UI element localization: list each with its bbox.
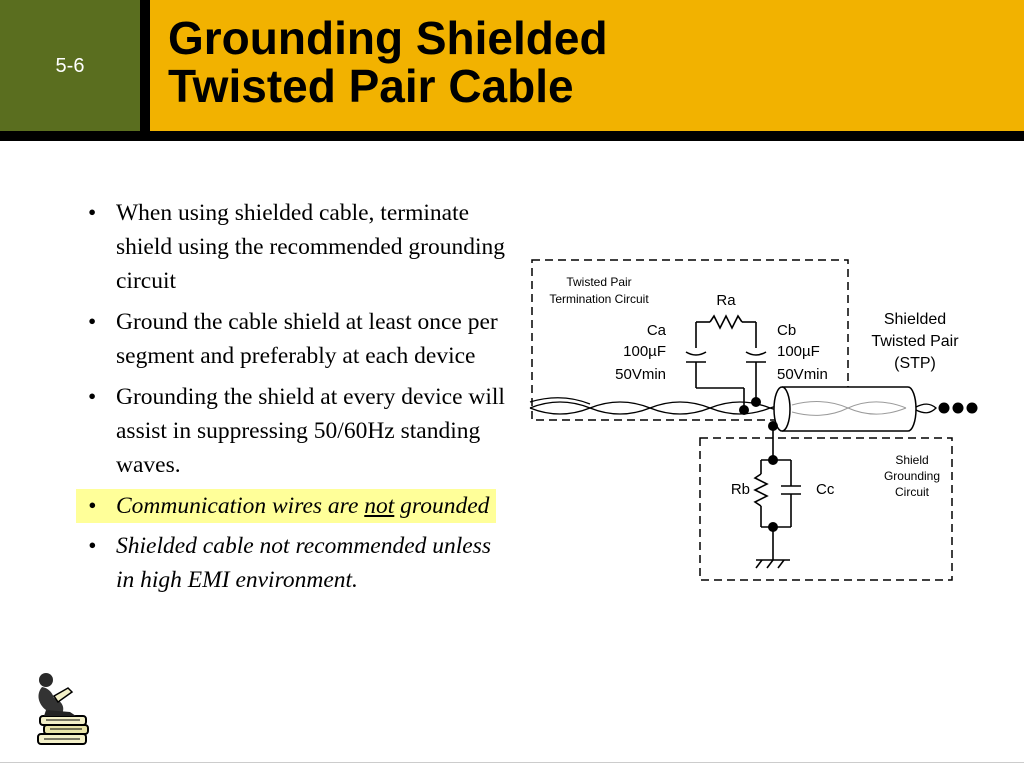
bullet-text-after: grounded <box>394 493 490 519</box>
reading-person-on-books-icon <box>37 673 89 745</box>
cb-value-label: 100µF <box>777 343 820 360</box>
continuation-dot <box>938 402 950 414</box>
stp-label-line-2: Twisted Pair <box>871 333 959 350</box>
termination-circuit-label-line-1: Twisted Pair <box>566 275 631 289</box>
termination-circuit-box <box>531 259 849 421</box>
ca-value-label: 100µF <box>623 343 666 360</box>
cb-voltage-label: 50Vmin <box>777 366 828 383</box>
slide-title-line-2: Twisted Pair Cable <box>168 60 574 112</box>
ra-label: Ra <box>716 292 736 309</box>
cc-label: Cc <box>816 481 835 498</box>
shield-grounding-box <box>699 437 953 581</box>
grounding-circuit-diagram: Twisted Pair Termination Circuit Ra Ca 1… <box>529 259 978 581</box>
bullet-item: • When using shielded cable, terminate sh… <box>76 196 506 298</box>
bullet-dot-icon: • <box>88 309 97 335</box>
bullet-item-highlighted: • Communication wires are not grounded <box>76 489 496 523</box>
stp-label-line-3: (STP) <box>894 355 936 372</box>
stp-label-line-1: Shielded <box>884 311 946 328</box>
bullet-item: • Shielded cable not recommended unless i… <box>76 529 506 597</box>
cb-name-label: Cb <box>777 322 796 339</box>
continuation-dot <box>952 402 964 414</box>
bullet-dot-icon: • <box>88 200 97 226</box>
bullet-text: Ground the cable shield at least once pe… <box>116 309 498 369</box>
junction-dot <box>768 455 778 465</box>
bullet-item: • Ground the cable shield at least once p… <box>76 305 506 373</box>
bullet-text: When using shielded cable, terminate shi… <box>116 200 505 294</box>
twisted-pair-wires <box>529 397 801 415</box>
bullet-list: • When using shielded cable, terminate sh… <box>76 196 506 604</box>
slide-title-line-1: Grounding Shielded <box>168 12 608 64</box>
bullet-dot-icon: • <box>88 533 97 559</box>
bullet-dot-icon: • <box>88 384 97 410</box>
slide-title: Grounding Shielded Twisted Pair Cable <box>168 14 608 110</box>
junction-dot <box>768 421 778 431</box>
shielded-cable <box>773 386 937 432</box>
footer-rule <box>0 762 1024 763</box>
continuation-dot <box>966 402 978 414</box>
shield-grounding-label-line-2: Grounding <box>884 469 940 483</box>
shield-grounding-wiring <box>753 459 801 569</box>
rb-label: Rb <box>731 481 750 498</box>
bullet-item: • Grounding the shield at every device wi… <box>76 380 506 482</box>
header-slide-number-panel <box>0 0 140 131</box>
header-title-panel <box>150 0 1024 131</box>
bullet-dot-icon: • <box>88 493 97 519</box>
termination-circuit-label-line-2: Termination Circuit <box>549 292 649 306</box>
termination-circuit-wiring <box>685 314 774 460</box>
junction-dot <box>768 522 778 532</box>
bullet-text: Grounding the shield at every device wil… <box>116 384 505 478</box>
bullet-text-before: Communication wires are <box>116 493 365 519</box>
bullet-emphasis: not <box>364 493 395 519</box>
header-divider <box>140 0 150 131</box>
bullet-text: Shielded cable not recommended unless in… <box>116 533 492 593</box>
shield-grounding-label-line-1: Shield <box>895 453 928 467</box>
header-bottom-rule <box>0 131 1024 141</box>
slide-number: 5-6 <box>55 55 85 77</box>
junction-dot <box>739 405 749 415</box>
ca-name-label: Ca <box>647 322 667 339</box>
ca-voltage-label: 50Vmin <box>615 366 666 383</box>
junction-dot <box>751 397 761 407</box>
shield-grounding-label-line-3: Circuit <box>895 485 930 499</box>
